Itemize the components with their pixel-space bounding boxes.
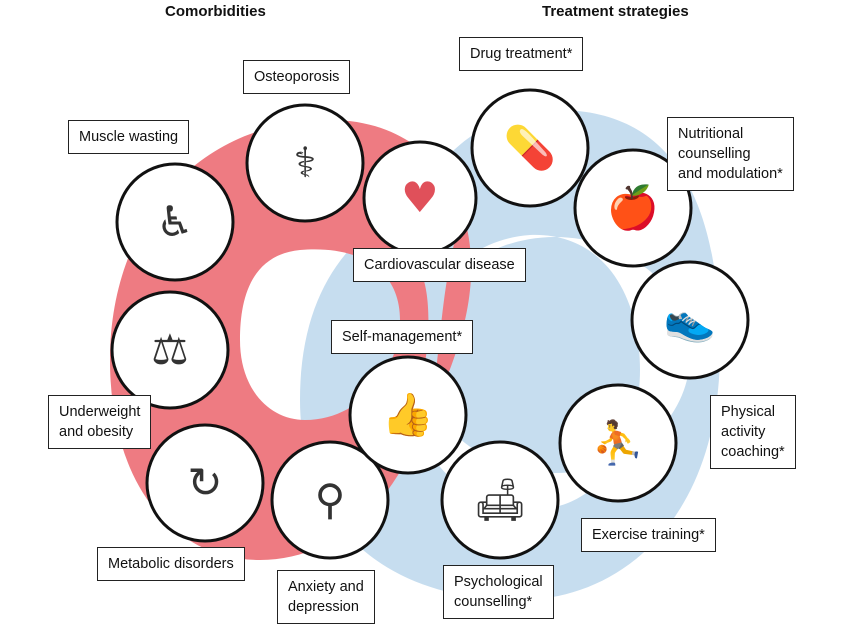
circle-outline [145, 423, 265, 543]
circle-outline [115, 162, 235, 282]
brain-magnifier-icon: ⚲ [315, 475, 346, 524]
therapy-couch-icon: 🛋 [473, 475, 526, 524]
circle-physical-activity: 👟 [630, 260, 750, 380]
circle-outline [470, 88, 590, 208]
sneaker-icon: 👟 [664, 295, 716, 345]
circle-outline [245, 103, 365, 223]
abdomen-cycle-icon: ↻ [187, 458, 222, 507]
label-metabolic-disorders: Metabolic disorders [97, 547, 245, 581]
label-cardiovascular-disease: Cardiovascular disease [353, 248, 526, 282]
label-osteoporosis: Osteoporosis [243, 60, 351, 94]
label-nutritional-counselling: Nutritional counselling and modulation* [667, 117, 794, 191]
circle-outline [558, 383, 678, 503]
icon-circles: ⚕ ♿ ♥ ⚖ ↻ ⚲ 💊 🍎 👟 ⛹ 🛋 👍 [110, 88, 750, 560]
wheelchair-icon: ♿ [156, 197, 194, 246]
treadmill-icon: ⛹ [592, 417, 644, 467]
circle-outline [270, 440, 390, 560]
label-anxiety-depression: Anxiety and depression [277, 570, 375, 624]
spine-icon: ⚕ [294, 138, 317, 187]
thumbs-up-icon: 👍 [382, 390, 434, 439]
circle-psychological-counselling: 🛋 [440, 440, 560, 560]
pill-bottles-icon: 💊 [504, 122, 556, 173]
scale-icon: ⚖ [151, 325, 189, 374]
circle-outline [348, 355, 468, 475]
circle-outline [573, 148, 693, 268]
label-self-management: Self-management* [331, 320, 474, 354]
label-muscle-wasting: Muscle wasting [68, 120, 190, 154]
circle-self-management: 👍 [348, 355, 468, 475]
circle-cardiovascular-disease: ♥ [362, 140, 478, 256]
circle-drug-treatment: 💊 [470, 88, 590, 208]
label-exercise-training: Exercise training* [581, 518, 716, 552]
label-psychological-counselling: Psychological counselling* [443, 565, 554, 619]
label-physical-activity: Physical activity coaching* [710, 395, 796, 469]
circle-outline [110, 290, 230, 410]
label-drug-treatment: Drug treatment* [459, 37, 584, 71]
circle-osteoporosis: ⚕ [245, 103, 365, 223]
heart-icon: ♥ [401, 173, 439, 222]
circle-outline [440, 440, 560, 560]
heading-treatment-strategies: Treatment strategies [542, 3, 689, 20]
apple-tape-icon: 🍎 [607, 182, 659, 232]
circle-underweight-obesity: ⚖ [110, 290, 230, 410]
circle-metabolic-disorders: ↻ [145, 423, 265, 543]
circle-muscle-wasting: ♿ [115, 162, 235, 282]
circle-exercise-training: ⛹ [558, 383, 678, 503]
circle-nutritional-counselling: 🍎 [573, 148, 693, 268]
heading-comorbidities: Comorbidities [165, 3, 266, 20]
circle-anxiety-depression: ⚲ [270, 440, 390, 560]
circle-outline [630, 260, 750, 380]
label-underweight-obesity: Underweight and obesity [48, 395, 152, 449]
